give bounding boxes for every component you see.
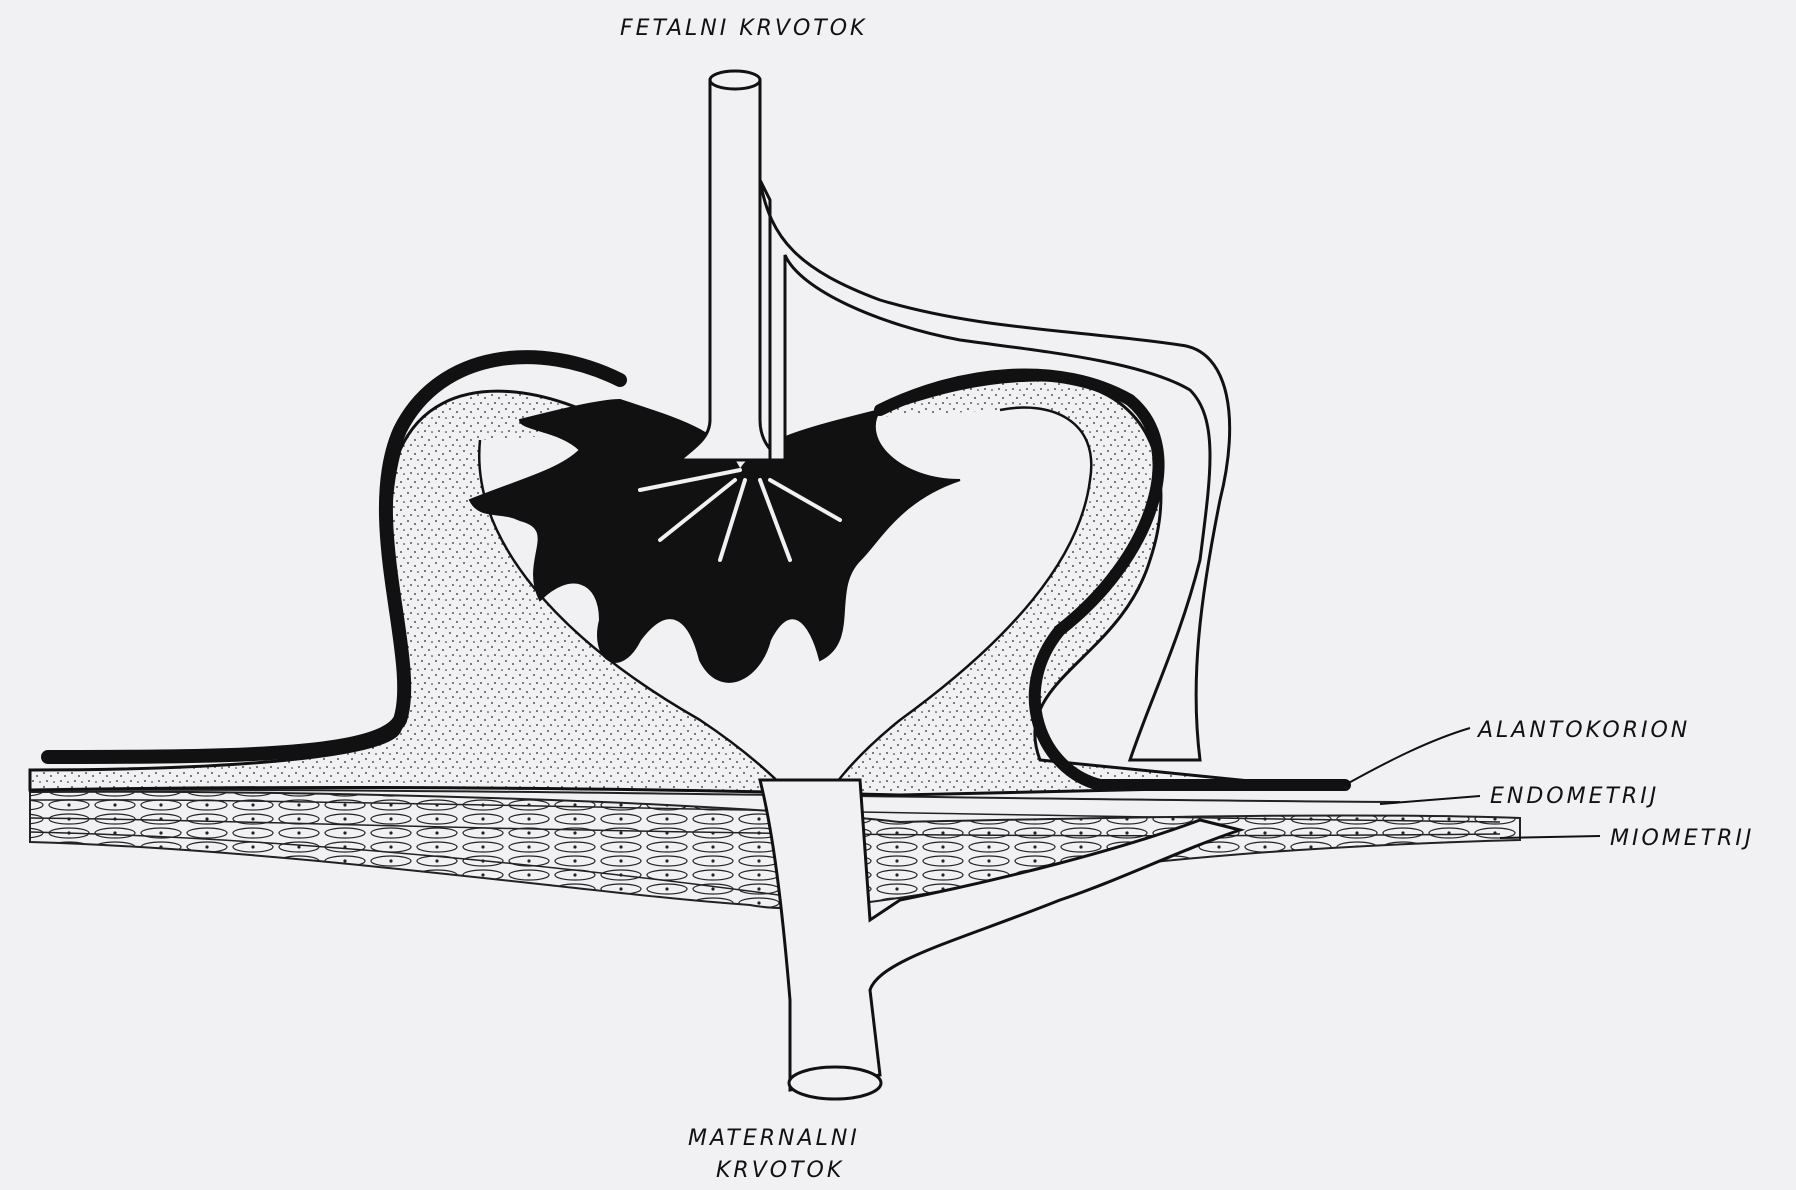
fetal-vessel — [680, 80, 780, 460]
maternal-vessel-opening — [789, 1067, 881, 1099]
allantochorion-label: ALANTOKORION — [1478, 720, 1690, 742]
fetal-vessel-opening — [710, 71, 760, 89]
fetal-circulation-label: FETALNI KRVOTOK — [620, 18, 867, 40]
maternal-circulation-label-line1: MATERNALNI — [688, 1128, 860, 1150]
myometrium-label: MIOMETRIJ — [1610, 828, 1754, 850]
maternal-circulation-label-line2: KRVOTOK — [716, 1160, 844, 1182]
endometrium-label: ENDOMETRIJ — [1490, 786, 1659, 808]
